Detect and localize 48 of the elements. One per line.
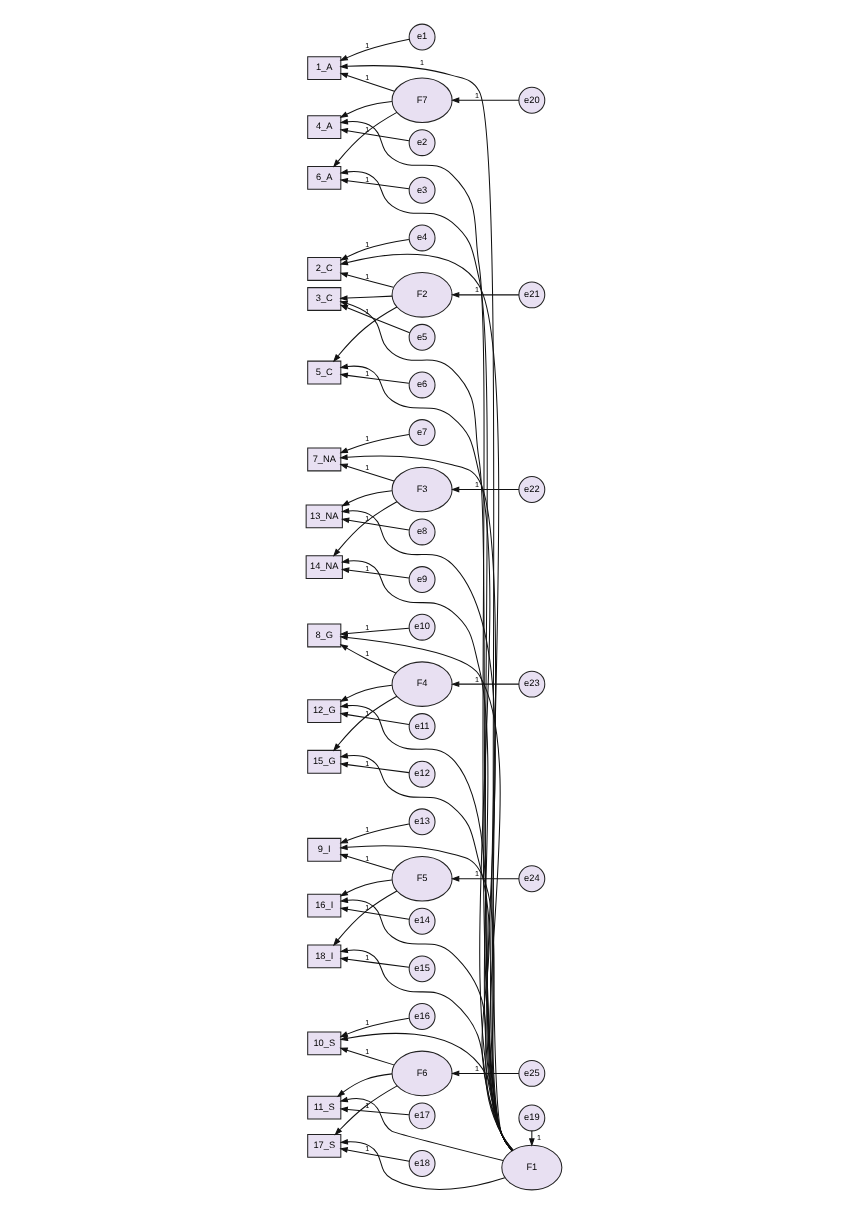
arrow xyxy=(338,879,392,897)
arrow xyxy=(331,501,397,557)
arrow xyxy=(338,1017,409,1038)
arrow xyxy=(338,644,396,674)
arrow xyxy=(338,1106,409,1116)
arrow xyxy=(339,517,409,531)
arrow xyxy=(338,947,513,1151)
arrow xyxy=(338,897,513,1151)
arrow xyxy=(338,127,409,142)
arrow xyxy=(338,1138,505,1190)
arrow xyxy=(331,890,397,947)
arrow xyxy=(338,1047,394,1066)
arrow xyxy=(338,372,409,384)
arrow xyxy=(338,823,409,844)
arrow xyxy=(338,1032,513,1151)
arrow xyxy=(338,177,409,190)
arrow xyxy=(340,490,392,507)
arrow xyxy=(338,100,392,118)
arrow xyxy=(450,681,519,688)
arrow xyxy=(338,906,409,920)
arrow xyxy=(338,38,409,62)
arrow xyxy=(338,1147,409,1162)
arrow xyxy=(450,486,519,493)
arrow xyxy=(450,291,519,298)
arrow xyxy=(338,684,392,702)
arrow xyxy=(338,627,409,637)
arrow xyxy=(331,695,397,752)
arrow xyxy=(338,853,394,872)
arrow xyxy=(450,875,519,882)
arrow xyxy=(338,711,409,726)
arrow xyxy=(338,433,409,454)
arrow xyxy=(335,1073,392,1098)
arrow xyxy=(331,111,397,168)
arrow xyxy=(331,306,397,363)
arrow xyxy=(338,956,409,968)
arrow xyxy=(338,295,392,301)
arrow xyxy=(338,304,410,334)
arrow xyxy=(450,1070,519,1077)
arrow xyxy=(339,567,409,579)
arrow xyxy=(338,463,394,482)
arrow xyxy=(338,72,394,92)
arrow xyxy=(338,272,393,288)
arrow xyxy=(338,1096,503,1162)
arrow xyxy=(338,761,409,774)
arrow xyxy=(450,97,519,104)
arrow xyxy=(333,1085,397,1136)
arrow xyxy=(338,238,409,261)
arrow xyxy=(338,844,512,1151)
